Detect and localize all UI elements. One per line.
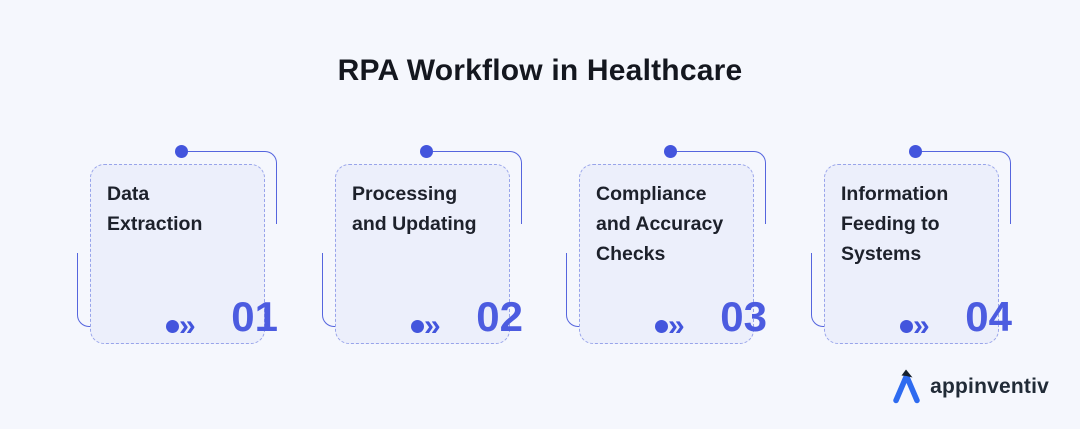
connector-dot-icon — [411, 320, 424, 333]
step-card: Processing and Updating 02 — [335, 164, 523, 344]
step-label: Information Feeding to Systems — [841, 183, 949, 265]
double-chevron-icon: » — [913, 309, 930, 342]
top-connector-line — [427, 151, 522, 224]
step-card: Compliance and Accuracy Checks 03 — [579, 164, 767, 344]
step-number: 03 — [720, 293, 767, 340]
page-title: RPA Workflow in Healthcare — [337, 54, 743, 87]
workflow-step-3: Compliance and Accuracy Checks 03 » — [559, 140, 794, 385]
appinventiv-logo-text: appinventiv — [930, 374, 1049, 398]
connector-dot-icon — [655, 320, 668, 333]
workflow-step-2: Processing and Updating 02 » — [315, 140, 550, 385]
step-label: Data Extraction — [107, 183, 203, 235]
double-chevron-icon: » — [668, 309, 685, 342]
step-number: 01 — [231, 293, 278, 340]
step-card: Information Feeding to Systems 04 — [824, 164, 1012, 344]
connector-dot-icon — [900, 320, 913, 333]
step-number: 04 — [965, 293, 1012, 340]
connector-dot-icon — [175, 145, 188, 158]
double-chevron-icon: » — [179, 309, 196, 342]
workflow-step-1: Data Extraction 01 » — [70, 140, 305, 385]
appinventiv-logo: appinventiv — [890, 369, 1049, 404]
connector-dot-icon — [420, 145, 433, 158]
step-label: Compliance and Accuracy Checks — [596, 183, 724, 265]
connector-dot-icon — [909, 145, 922, 158]
top-connector-line — [916, 151, 1011, 224]
top-connector-line — [671, 151, 766, 224]
step-number: 02 — [476, 293, 523, 340]
step-card: Data Extraction 01 — [90, 164, 278, 344]
top-connector-line — [182, 151, 277, 224]
workflow-step-4: Information Feeding to Systems 04 » — [804, 140, 1039, 385]
step-label: Processing and Updating — [352, 183, 477, 235]
connector-dot-icon — [166, 320, 179, 333]
double-chevron-icon: » — [424, 309, 441, 342]
appinventiv-logo-icon — [893, 369, 920, 404]
connector-dot-icon — [664, 145, 677, 158]
